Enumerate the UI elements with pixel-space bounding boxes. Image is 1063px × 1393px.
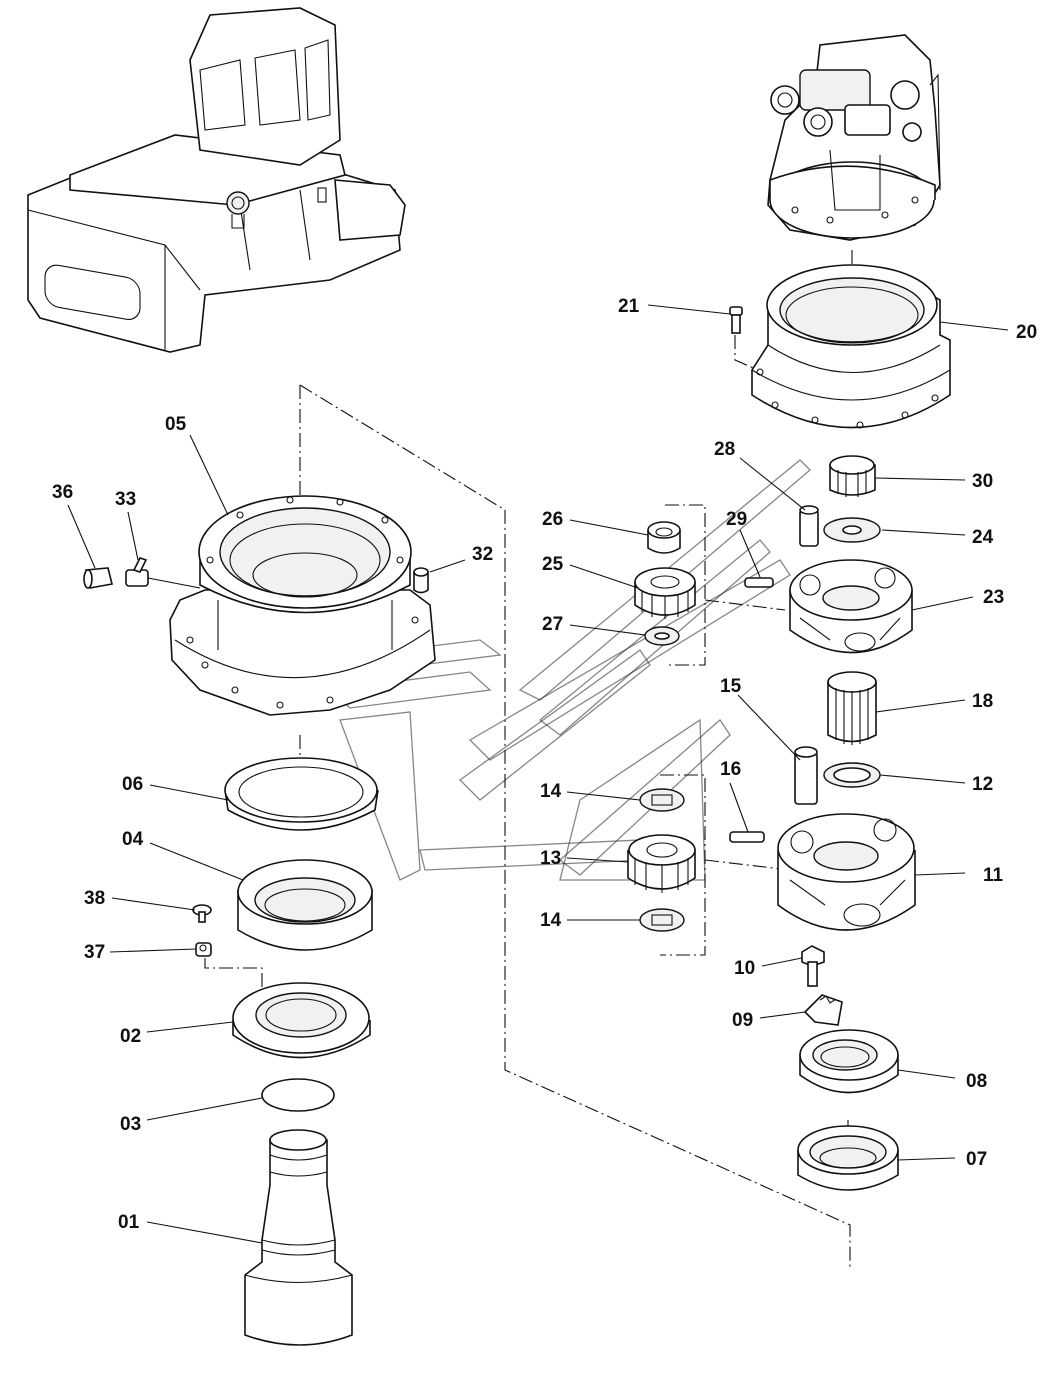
callout-30: 30 [972,471,993,492]
ring-06 [224,757,379,831]
callout-10: 10 [734,958,755,979]
callout-32: 32 [472,544,493,565]
nut-37 [195,942,212,957]
planet-gear-25 [634,567,696,619]
callout-01: 01 [118,1212,140,1233]
callout-02: 02 [120,1026,141,1047]
callout-14-lower: 14 [540,910,562,931]
callout-29: 29 [726,509,747,530]
callout-09: 09 [732,1010,753,1031]
callout-26: 26 [542,509,563,530]
callout-08: 08 [966,1071,987,1092]
bolt-21 [729,306,743,334]
bearing-04 [237,859,373,951]
washer-27 [644,626,680,646]
fitting-36 [83,567,113,589]
thrust-washer-24 [823,517,881,543]
callout-07: 07 [966,1149,987,1170]
callout-24: 24 [972,527,994,548]
washer-14-lower [639,908,685,932]
swing-motor-assembly [767,34,941,241]
screw-38 [192,904,212,923]
excavator-overview-drawing [27,7,406,353]
bearing-07 [797,1125,899,1191]
callout-37: 37 [84,942,105,963]
planet-gear-13 [627,834,696,893]
seal-03 [261,1078,335,1112]
callout-27: 27 [542,614,563,635]
callout-36: 36 [52,482,73,503]
callout-23: 23 [983,587,1004,608]
callout-16: 16 [720,759,741,780]
callout-05: 05 [165,414,187,435]
callout-12: 12 [972,774,993,795]
lock-plate-09 [803,994,843,1026]
callout-15: 15 [720,676,742,697]
pin-28 [799,505,819,547]
sun-gear-30 [829,455,876,497]
pin-29 [744,577,774,588]
leader-lines [67,304,1009,1244]
callout-03: 03 [120,1114,141,1135]
plate-08 [799,1029,899,1094]
washer-14-upper [639,788,685,812]
callout-13: 13 [540,848,561,869]
callout-33: 33 [115,489,136,510]
pin-16 [729,831,765,843]
housing-05 [169,495,436,716]
bolt-10 [801,945,825,987]
carrier-23 [789,559,913,654]
plug-32 [413,567,429,594]
sun-gear-18 [827,671,877,745]
callout-20: 20 [1016,322,1037,343]
carrier-11 [777,813,916,931]
callout-11: 11 [983,865,1004,886]
shaft-01 [244,1129,353,1346]
valve-33 [125,557,201,589]
callout-14-upper: 14 [540,781,562,802]
callout-28: 28 [714,439,735,460]
ring-gear-20 [751,264,951,429]
washer-12 [823,762,881,788]
callout-38: 38 [84,888,105,909]
cover-02 [232,982,371,1059]
pin-15 [794,746,818,805]
callout-06: 06 [122,774,143,795]
callout-21: 21 [618,296,640,317]
callout-25: 25 [542,554,564,575]
callout-04: 04 [122,829,144,850]
callout-labels: 01 02 03 04 05 06 07 08 09 10 11 12 13 1… [52,296,1037,1233]
needle-bearing-26 [647,521,681,554]
callout-18: 18 [972,691,993,712]
